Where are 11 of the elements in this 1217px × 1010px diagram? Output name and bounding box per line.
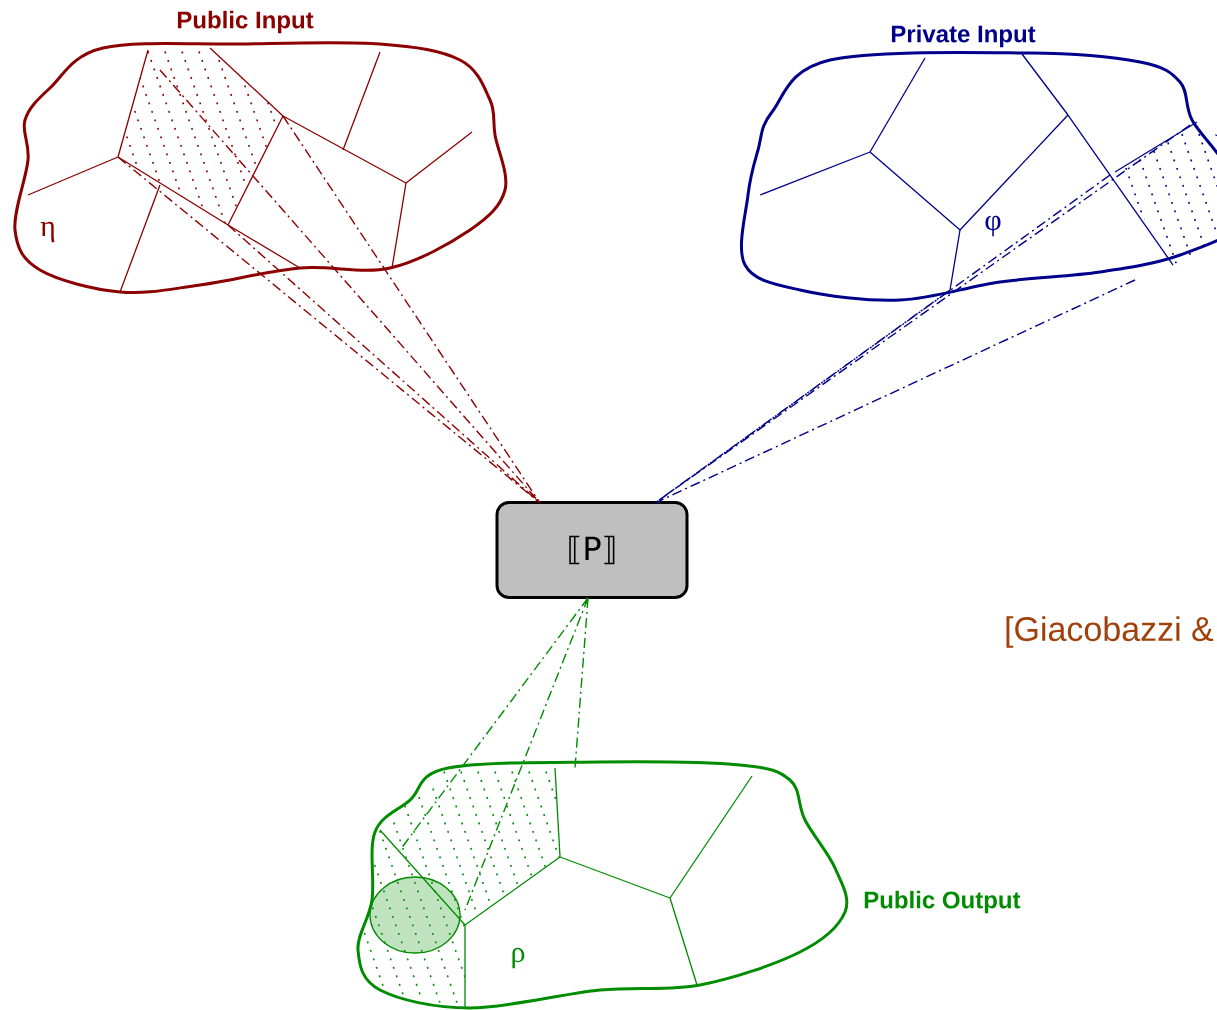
region-title: Public Output [864, 890, 1021, 914]
citation-text: [Giacobazzi & [1006, 616, 1214, 648]
projection-lines [399, 597, 589, 911]
region-symbol: ρ [512, 947, 525, 969]
projection-lines [117, 69, 541, 504]
process-box: ⟦P⟧ [495, 501, 689, 599]
region-title: Private Input [891, 24, 1036, 48]
projection-lines [654, 124, 1191, 504]
region-symbol: φ [985, 215, 1001, 237]
region-title: Public Input [177, 10, 314, 34]
region-symbol: η [40, 221, 55, 243]
